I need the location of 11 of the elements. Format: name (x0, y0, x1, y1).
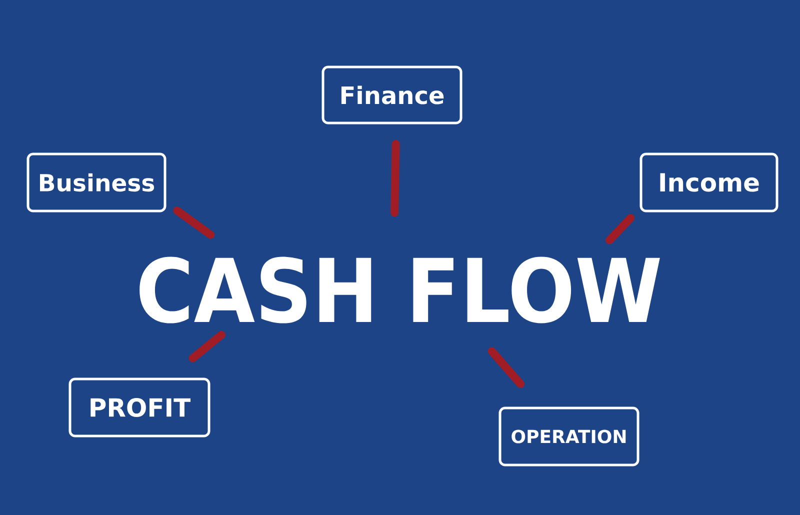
connector-line (488, 347, 524, 388)
label-box: PROFIT (68, 378, 210, 438)
label-box: Business (26, 152, 166, 212)
label-box: Finance (322, 66, 462, 124)
label-box: Income (640, 152, 778, 212)
connector-line (606, 214, 635, 244)
central-text: CASH FLOW (140, 256, 660, 324)
connector-line (188, 330, 226, 362)
connector-line (390, 140, 400, 217)
connector-line (173, 206, 215, 239)
label-box: OPERATION (498, 406, 640, 466)
